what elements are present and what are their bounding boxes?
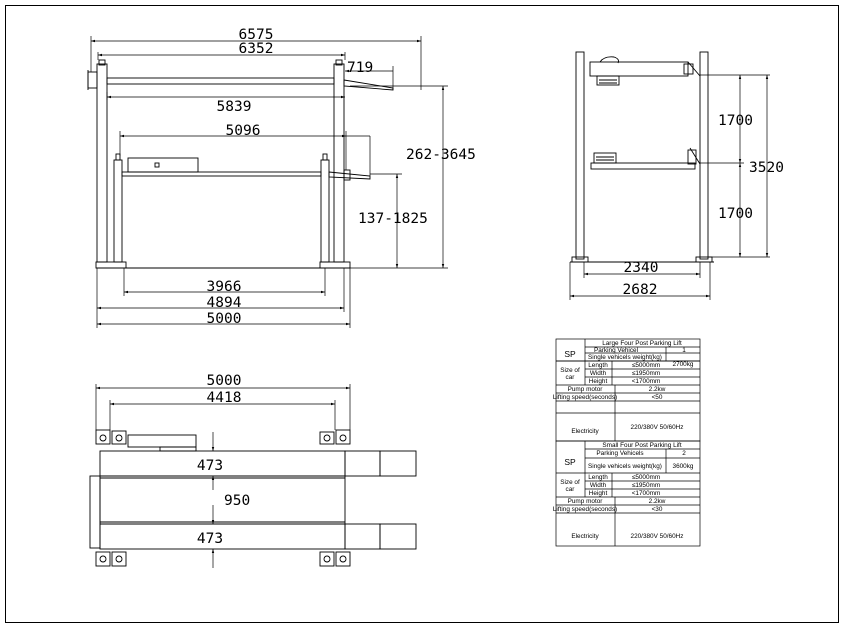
spec-small-height-value: <1700mm <box>632 490 661 497</box>
plan-post-bottom-right <box>335 551 351 567</box>
spec-small-width-label: Width <box>590 482 607 489</box>
spec-large-height-value: <1700mm <box>632 378 661 385</box>
spec-large-width-label: Width <box>590 370 607 377</box>
plan-central-deck <box>99 475 346 525</box>
front-post-left <box>96 63 108 263</box>
spec-small-width-value: ≤1950mm <box>632 482 660 489</box>
spec-small-title: Small Four Post Parking Lift <box>602 442 681 449</box>
spec-large-length-value: ≤5000mm <box>632 362 660 369</box>
dim-plan-inner: 4418 <box>207 390 242 406</box>
side-elevation <box>569 51 770 300</box>
spec-small-length-value: ≤5000mm <box>632 474 660 481</box>
spec-large-parking-label: Parking Vehicel <box>594 347 638 354</box>
spec-small-weight-label: Single vehicels weight(kg) <box>588 463 662 470</box>
sheet-border <box>5 5 839 623</box>
spec-tables: Large Four Post Parking Lift SP Parking … <box>553 338 701 547</box>
dim-upper-level: 1700 <box>718 113 753 129</box>
spec-small-sp: SP <box>564 457 576 467</box>
spec-large-pump-label: Pump motor <box>568 386 604 393</box>
dim-lift-range: 137-1825 <box>358 211 428 227</box>
front-post-right <box>333 63 345 263</box>
spec-table-large-text: Large Four Post Parking Lift SP Parking … <box>553 340 694 435</box>
front-elevation <box>87 36 448 328</box>
side-post-right <box>699 51 709 260</box>
dim-gap: 950 <box>224 493 250 509</box>
spec-small-speed-label: Lifting speed(seconds) <box>553 506 617 513</box>
dim-runway-bottom: 473 <box>197 531 223 547</box>
spec-table-small <box>555 440 701 547</box>
spec-large-speed-value: <50 <box>652 394 663 401</box>
front-lower-platform <box>121 171 322 177</box>
spec-small-weight-value: 3600kg <box>673 463 694 470</box>
front-inner-post-left <box>113 159 123 263</box>
dim-span-top: 6352 <box>239 41 274 57</box>
spec-large-speed-label: Lifting speed(seconds) <box>553 394 617 401</box>
spec-large-elec-value: 220/380V 50/60Hz <box>631 424 684 431</box>
spec-large-height-label: Height <box>589 378 608 385</box>
front-ground-left <box>95 261 127 269</box>
plan-dimension-labels: 5000 4418 473 950 473 <box>197 373 250 547</box>
spec-large-parking-value: 1 <box>682 347 686 354</box>
spec-large-width-value: ≤1950mm <box>632 370 660 377</box>
plan-post-bottom-left <box>95 551 111 567</box>
dim-total-height: 3520 <box>749 160 784 176</box>
spec-small-elec-value: 220/380V 50/60Hz <box>631 533 684 540</box>
front-inner-post-right <box>320 159 330 263</box>
dim-ramp: 719 <box>347 60 373 76</box>
dim-runway-top: 473 <box>197 458 223 474</box>
spec-large-pump-value: 2.2kw <box>649 386 666 393</box>
spec-small-size-1: Size of <box>560 479 580 486</box>
dim-lower-level: 1700 <box>718 206 753 222</box>
spec-large-weight-value: 2700kg <box>673 361 694 368</box>
spec-large-sp: SP <box>564 349 576 359</box>
dim-plan-overall: 5000 <box>207 373 242 389</box>
spec-table-small-text: Small Four Post Parking Lift SP Parking … <box>553 442 694 540</box>
front-dimension-labels: 6575 6352 719 5839 5096 262-3645 137-182… <box>207 27 476 327</box>
dim-inner-width: 2340 <box>624 260 659 276</box>
front-upper-runway <box>106 77 335 85</box>
plan-post-top-right <box>335 429 351 445</box>
plan-post-top-left <box>95 429 111 445</box>
dim-platform-span: 5096 <box>226 123 261 139</box>
spec-small-parking-label: Parking Vehicels <box>596 450 643 457</box>
spec-large-length-label: Length <box>588 362 608 369</box>
spec-small-height-label: Height <box>589 490 608 497</box>
spec-large-elec-label: Electricity <box>571 428 599 435</box>
spec-large-size-2: car <box>566 374 576 381</box>
spec-small-parking-value: 2 <box>682 450 686 457</box>
dim-overall-bottom: 5000 <box>207 311 242 327</box>
spec-small-elec-label: Electricity <box>571 533 599 540</box>
spec-small-pump-label: Pump motor <box>568 498 604 505</box>
spec-small-size-2: car <box>566 486 576 493</box>
plan-view <box>89 384 417 568</box>
side-post-left <box>575 51 585 260</box>
spec-small-speed-value: <30 <box>652 506 663 513</box>
dim-outer-width: 2682 <box>623 282 658 298</box>
spec-large-size-1: Size of <box>560 367 580 374</box>
front-lower-ramp <box>328 171 371 180</box>
front-ground-right <box>319 261 351 269</box>
dim-post-outer: 4894 <box>207 295 242 311</box>
spec-small-pump-value: 2.2kw <box>649 498 666 505</box>
spec-large-weight-label: Single vehicels weight(kg) <box>588 354 662 361</box>
dim-overall-top: 6575 <box>239 27 274 43</box>
spec-large-title: Large Four Post Parking Lift <box>602 340 682 347</box>
spec-small-length-label: Length <box>588 474 608 481</box>
side-upper-deck <box>589 61 689 77</box>
side-lower-deck <box>590 162 696 170</box>
dim-inner-span: 5839 <box>217 99 252 115</box>
spec-table-large <box>555 338 701 442</box>
dim-height-range: 262-3645 <box>406 147 476 163</box>
dim-post-inner: 3966 <box>207 279 242 295</box>
front-upper-ramp <box>343 79 394 91</box>
side-dimension-labels: 1700 3520 1700 2340 2682 <box>623 113 784 298</box>
